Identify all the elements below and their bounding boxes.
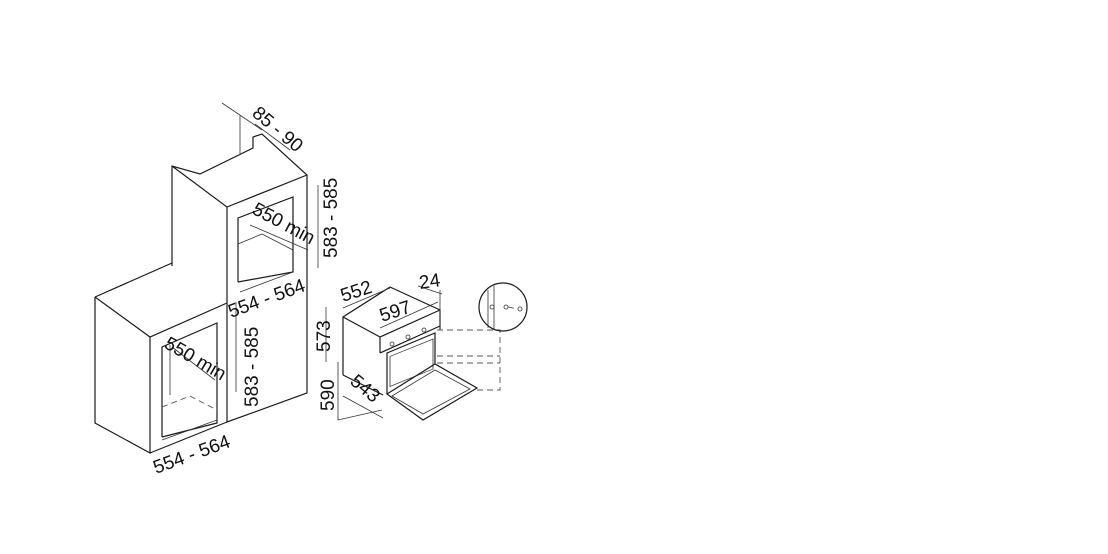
dim-oven-573: 573 — [314, 320, 335, 352]
dim-oven-597: 597 — [377, 297, 414, 327]
dim-column-583-585: 583 - 585 — [321, 178, 342, 258]
oven — [342, 286, 479, 421]
dim-column-550-min: 550 min — [249, 199, 319, 249]
column-cabinet — [171, 133, 308, 423]
dim-oven-543: 543 — [346, 371, 384, 407]
dim-85-90: 85 - 90 — [248, 103, 307, 157]
dim-under-550-min: 550 min — [161, 333, 230, 385]
dim-oven-590: 590 — [318, 379, 339, 411]
dim-oven-24: 24 — [418, 270, 442, 294]
dim-oven-552: 552 — [338, 277, 375, 307]
detail-projection — [437, 329, 501, 391]
dim-under-554-564: 554 - 564 — [151, 431, 234, 478]
hinge-detail-circle — [478, 282, 528, 332]
oven-dimension-lines — [325, 285, 443, 421]
cabinet-dimension-lines — [161, 102, 319, 441]
dim-under-583-585: 583 - 585 — [242, 327, 263, 407]
dim-column-554-564: 554 - 564 — [226, 275, 309, 322]
under-counter-cabinet — [94, 262, 228, 455]
